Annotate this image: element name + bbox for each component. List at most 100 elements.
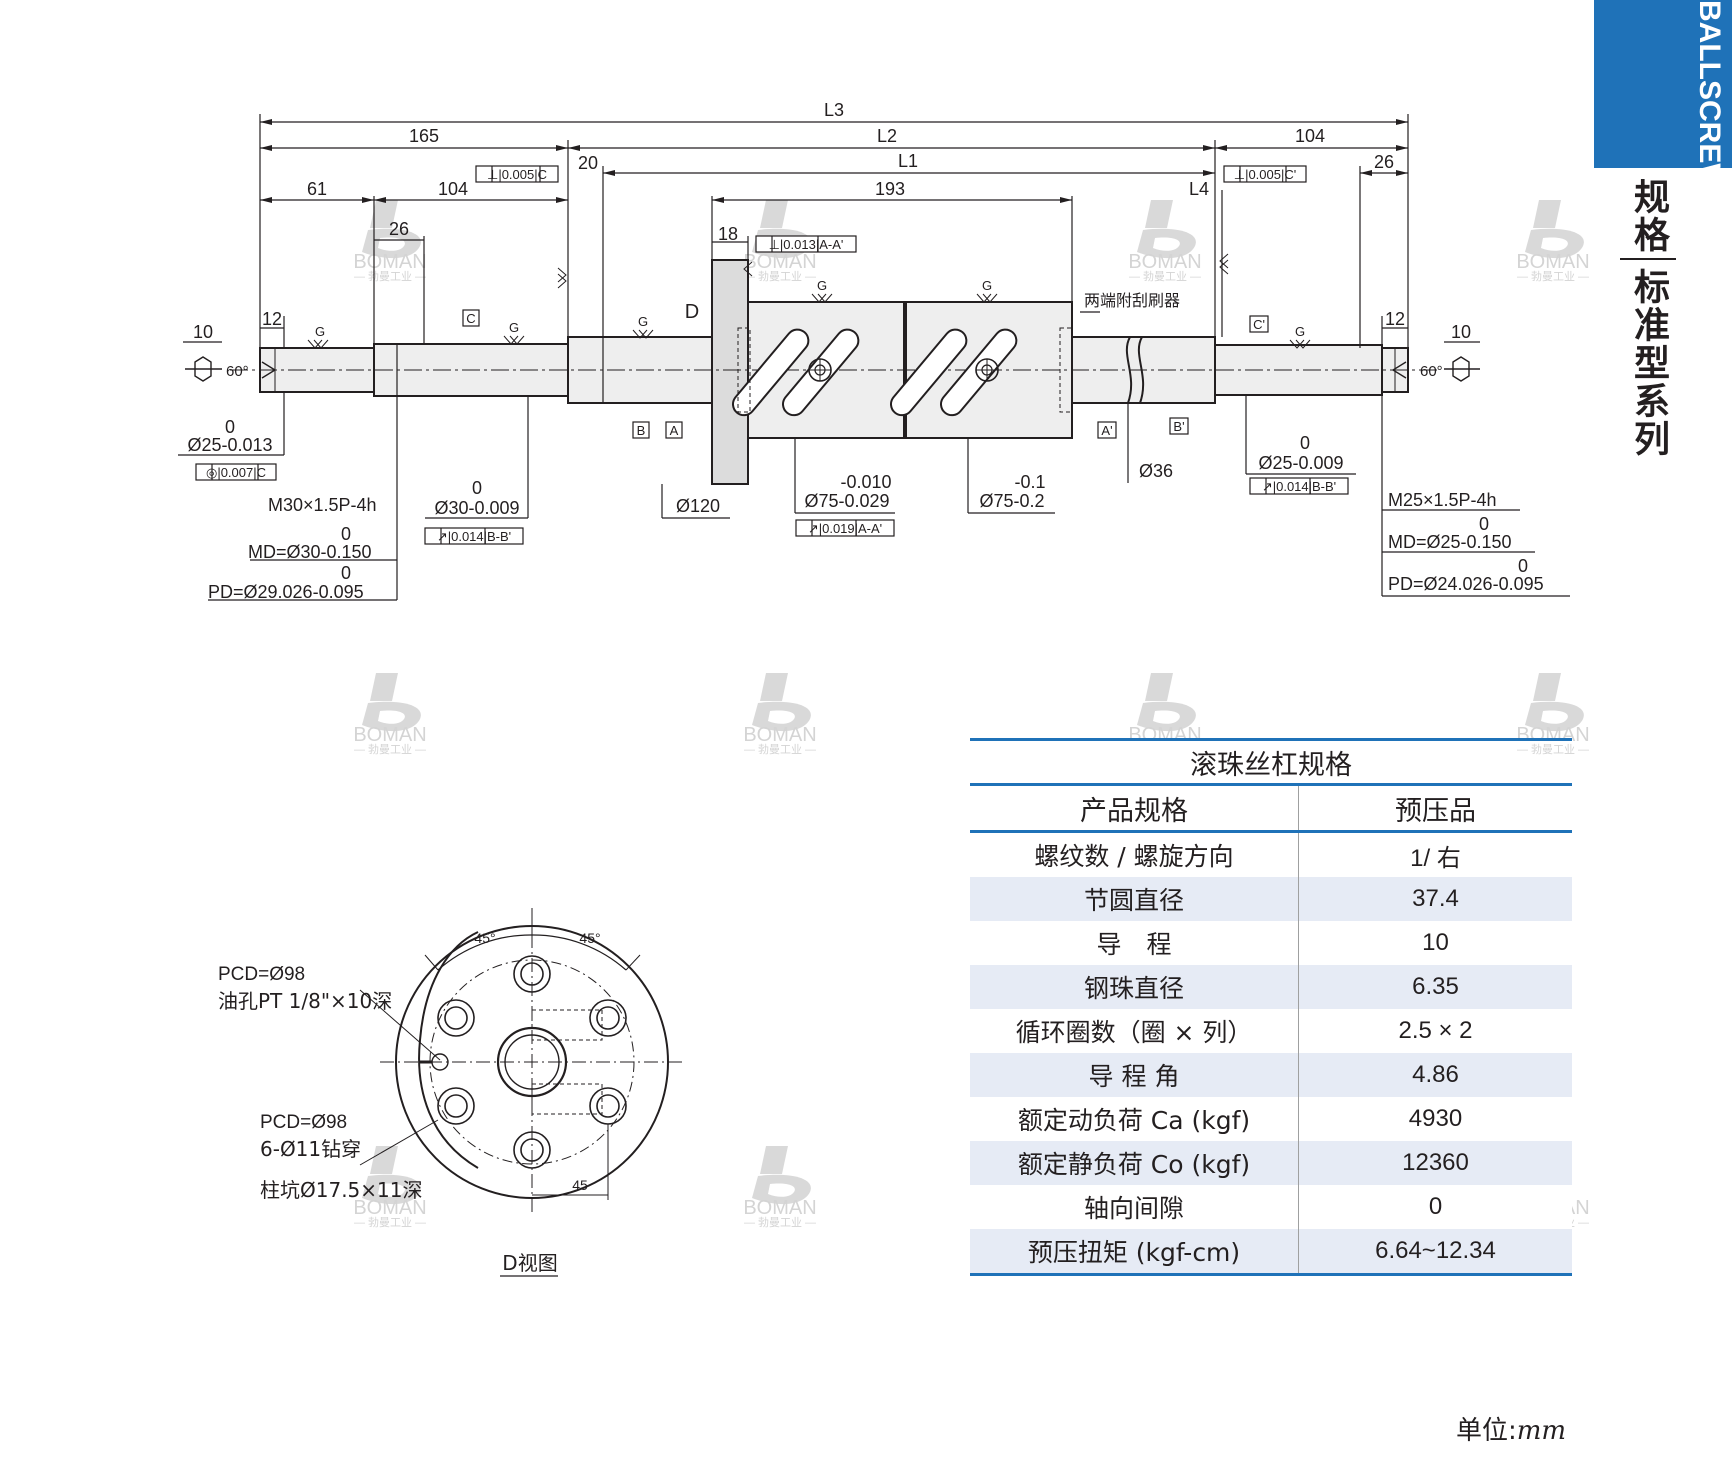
series-heading-text: 标准型系列 (1628, 268, 1669, 458)
dia25-right: Ø25-0.009 (1258, 453, 1343, 473)
tol-perp-c: ⊥|0.005|C (487, 167, 547, 182)
row-label: 螺纹数 / 螺旋方向 (970, 831, 1299, 877)
counterbore-note: 柱坑Ø17.5×11深 (260, 1178, 422, 1202)
d-view (359, 908, 684, 1277)
col-header-spec: 产品规格 (970, 784, 1299, 833)
surface-g: G (315, 324, 325, 339)
return-tubes (732, 328, 1018, 417)
surface-g: G (509, 320, 519, 335)
category-tab[interactable]: BALLSCREWS (1594, 0, 1732, 212)
col-header-preload: 预压品 (1298, 784, 1572, 833)
spec-header-row: 产品规格 预压品 (970, 784, 1572, 833)
wiper-note: 两端附刮刷器 (1084, 292, 1180, 310)
dim-193: 193 (875, 179, 905, 199)
unit-note: 单位:mm (1456, 1410, 1566, 1447)
angle-60-left: 60° (226, 363, 249, 380)
md30: MD=Ø30-0.150 (248, 542, 372, 562)
row-value: 1/ 右 (1298, 831, 1572, 877)
table-row: 额定动负荷 Ca (kgf)4930 (970, 1097, 1572, 1141)
unit-value: mm (1516, 1416, 1567, 1446)
dia30: Ø30-0.009 (434, 498, 519, 518)
dim-20: 20 (578, 153, 598, 173)
dia30-upper: 0 (472, 478, 482, 498)
row-value: 2.5 × 2 (1298, 1009, 1572, 1053)
row-label: 导 程 (970, 921, 1299, 965)
watermark-cn: — 勃曼工业 — (744, 743, 816, 756)
md30-upper: 0 (341, 524, 351, 544)
row-label: 额定动负荷 Ca (kgf) (970, 1097, 1299, 1141)
angle-45-left: 45° (474, 930, 495, 946)
m30-thread: M30×1.5P-4h (268, 495, 377, 515)
dim-18: 18 (718, 224, 738, 244)
tol-flange: ⊥|0.013|A-A' (769, 237, 844, 252)
dim-104-left: 104 (438, 179, 468, 199)
watermark-cn: — 勃曼工业 — (354, 1216, 426, 1229)
watermark-brand: BOMAN (353, 251, 426, 273)
dim-10-left: 10 (193, 322, 213, 342)
row-value: 37.4 (1298, 877, 1572, 921)
watermark-cn: — 勃曼工业 — (744, 1216, 816, 1229)
dim-l2: L2 (877, 126, 897, 146)
dim-12-right: 12 (1385, 309, 1405, 329)
spec-heading-top: 规格 (1628, 178, 1669, 254)
dia36: Ø36 (1139, 461, 1173, 481)
dim-10-right: 10 (1451, 322, 1471, 342)
dim-26-left: 26 (389, 219, 409, 239)
dim-61: 61 (307, 179, 327, 199)
table-row: 额定静负荷 Co (kgf)12360 (970, 1141, 1572, 1185)
dia120: Ø120 (676, 496, 720, 516)
spec-heading: 规格 (1628, 178, 1669, 254)
tol-runout-bb-prime: ↗|0.014|B-B' (1262, 479, 1336, 494)
row-value: 6.64~12.34 (1298, 1229, 1572, 1276)
oil-port-icon (975, 358, 999, 382)
dia25-left: Ø25-0.013 (187, 435, 272, 455)
datum-b-prime: B' (1173, 419, 1184, 434)
row-label: 循环圈数（圈 × 列） (970, 1009, 1299, 1053)
row-value: 12360 (1298, 1141, 1572, 1185)
tol-runout-aa: ↗|0.019|A-A' (808, 521, 882, 536)
mount-holes-note: 6-Ø11钻穿 (260, 1137, 361, 1161)
dim-26-right: 26 (1374, 152, 1394, 172)
row-label: 节圆直径 (970, 877, 1299, 921)
view-d-label: D (685, 301, 699, 323)
table-row: 循环圈数（圈 × 列）2.5 × 2 (970, 1009, 1572, 1053)
nut-tol-hi: -0.010 (840, 472, 891, 492)
row-value: 6.35 (1298, 965, 1572, 1009)
gdt-frames (195, 165, 1349, 545)
datum-b: B (637, 423, 646, 438)
datum-c-prime: C' (1253, 317, 1265, 332)
dimension-labels: L3 165 L2 104 20 L1 26 61 104 193 L4 26 … (187, 100, 1543, 602)
md25: MD=Ø25-0.150 (1388, 532, 1512, 552)
nut-flange (711, 259, 749, 485)
surface-marks (307, 253, 1311, 349)
arrowheads (260, 119, 1408, 203)
dim-l1: L1 (898, 151, 918, 171)
watermark-brand: BOMAN (1128, 251, 1201, 273)
angle-45-right: 45° (579, 930, 600, 946)
watermark-cn: — 勃曼工业 — (744, 270, 816, 283)
dia25-left-upper: 0 (225, 417, 235, 437)
d-view-title: D视图 (502, 1251, 557, 1275)
watermark-brand: BOMAN (353, 1197, 426, 1219)
spec-caption-row: 滚珠丝杠规格 (970, 738, 1572, 786)
m25-thread: M25×1.5P-4h (1388, 490, 1497, 510)
row-value: 4930 (1298, 1097, 1572, 1141)
row-value: 4.86 (1298, 1053, 1572, 1097)
pd29: PD=Ø29.026-0.095 (208, 582, 364, 602)
row-value: 10 (1298, 921, 1572, 965)
pd29-upper: 0 (341, 563, 351, 583)
watermark-brand: BOMAN (743, 251, 816, 273)
dim-165: 165 (409, 126, 439, 146)
row-label: 钢珠直径 (970, 965, 1299, 1009)
row-label: 额定静负荷 Co (kgf) (970, 1141, 1299, 1185)
nut-tol-neg01: -0.1 (1014, 472, 1045, 492)
dia25-right-upper: 0 (1300, 433, 1310, 453)
dia75-nut: Ø75-0.029 (804, 491, 889, 511)
watermark-brand: BOMAN (353, 724, 426, 746)
dim-45: 45 (572, 1177, 588, 1193)
